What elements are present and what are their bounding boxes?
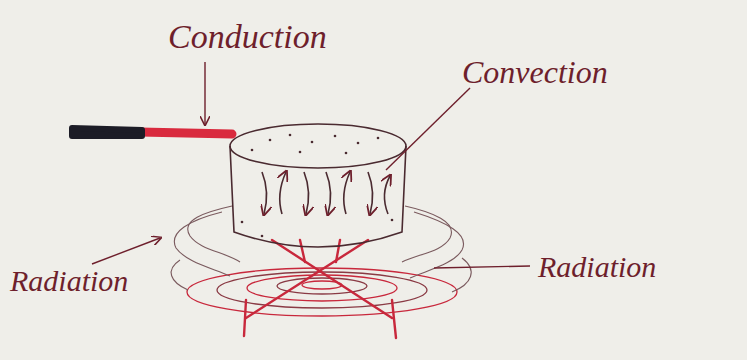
process-label: Radiation <box>10 266 128 296</box>
stove-legs <box>244 240 396 338</box>
cooking-pot <box>230 124 406 247</box>
process-label: Conduction <box>168 20 327 54</box>
convection-arrows <box>262 172 390 214</box>
pot-handle <box>72 128 232 136</box>
water-dots <box>241 134 394 238</box>
process-label: Radiation <box>538 252 656 282</box>
process-label: Convection <box>462 56 608 88</box>
leader-lines <box>92 62 530 268</box>
heat-waves <box>171 206 471 292</box>
